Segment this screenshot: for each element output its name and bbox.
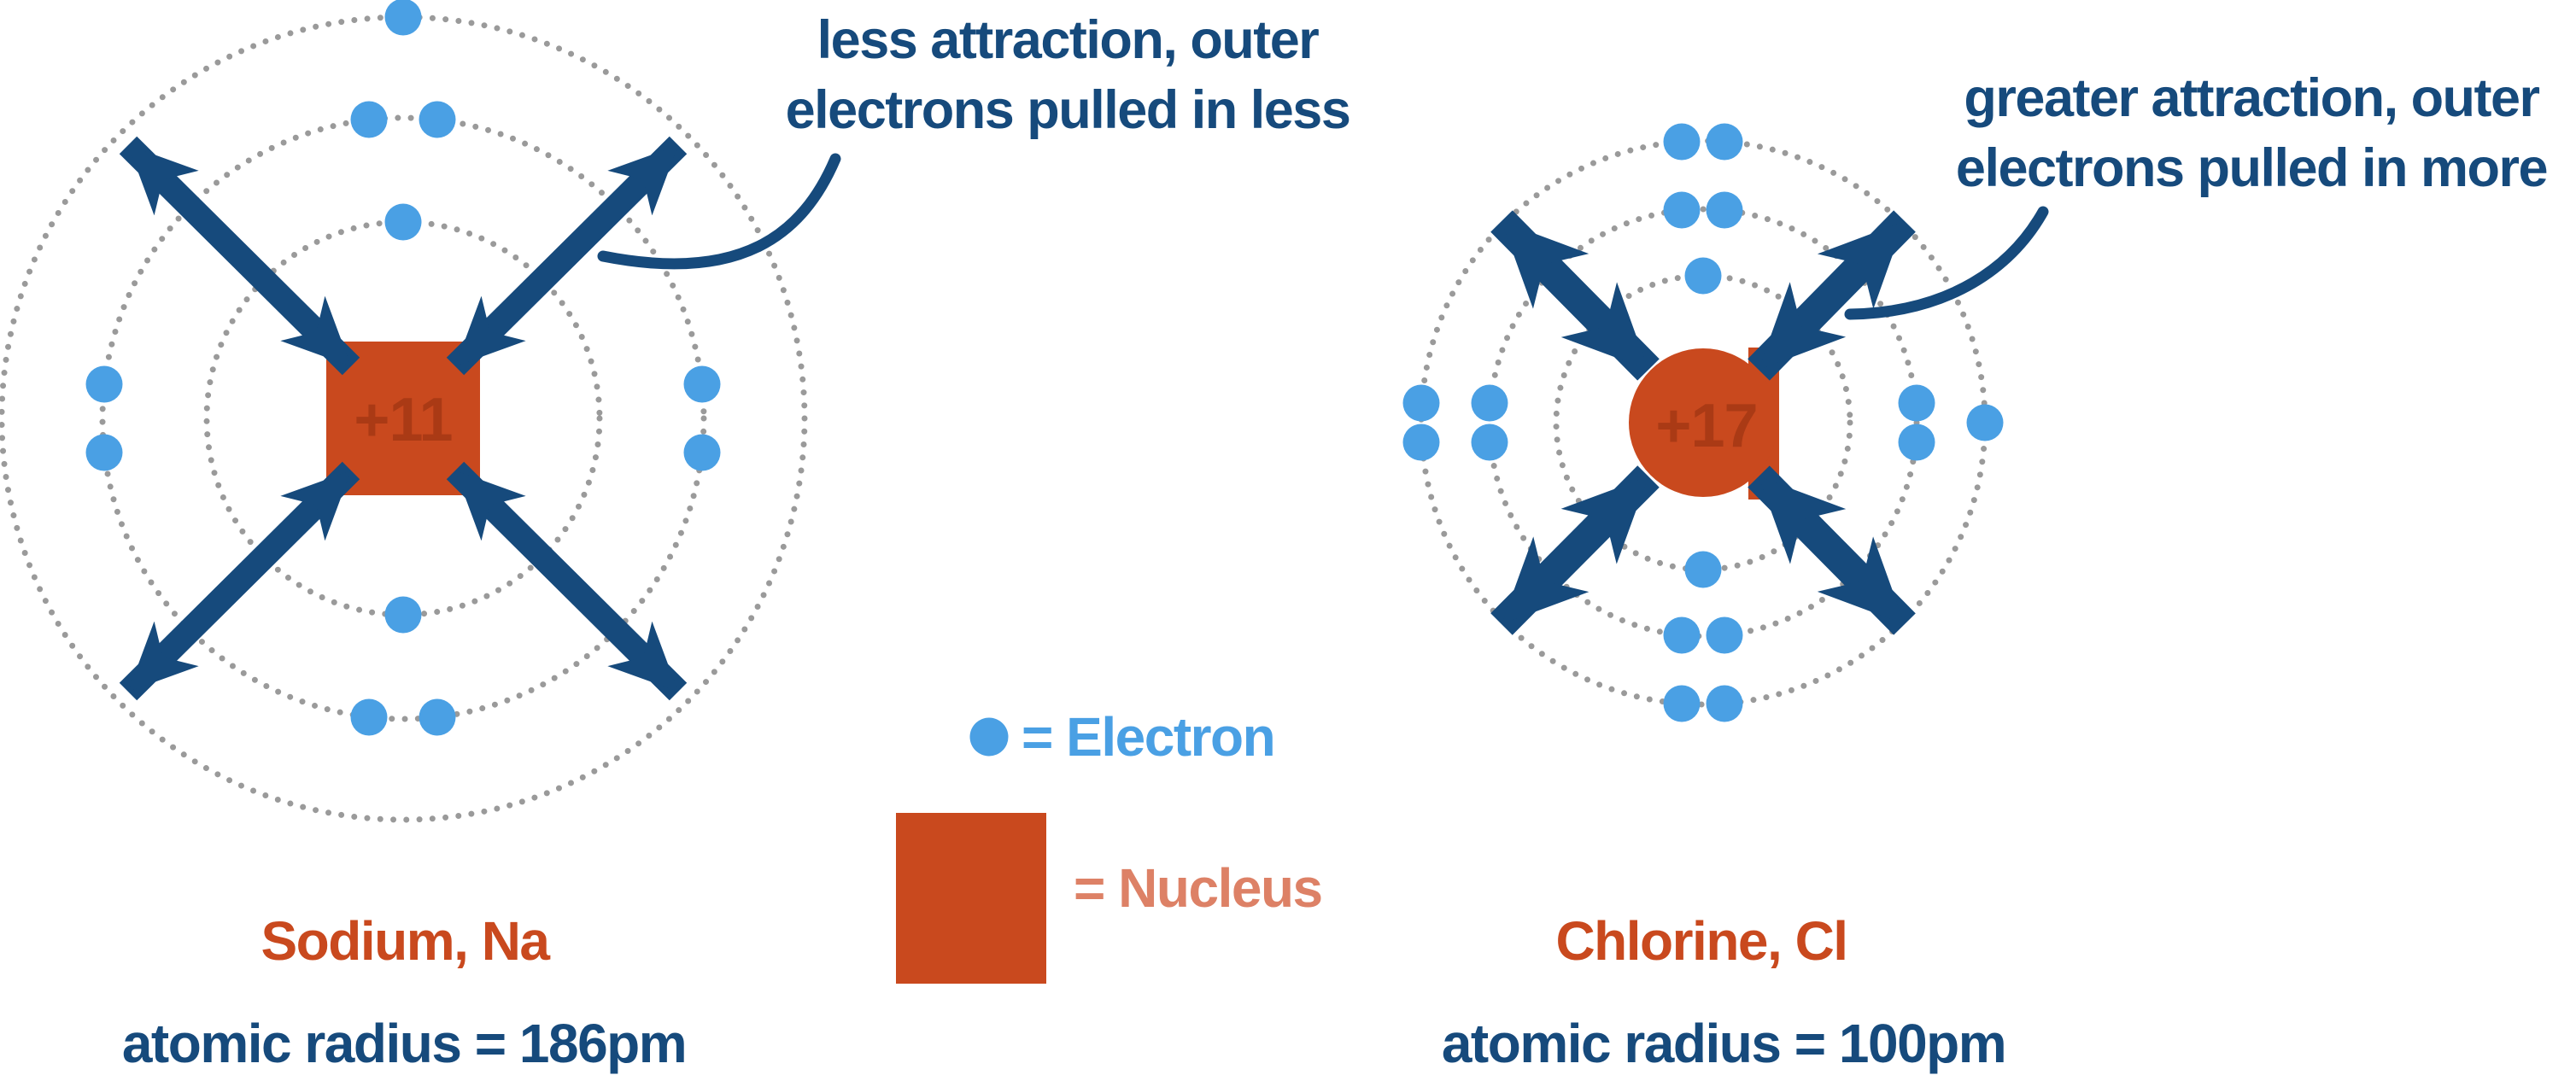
- sodium-electron-10: [350, 698, 388, 736]
- chlorine-attraction-arrow-3: [1490, 465, 1660, 635]
- sodium-shell-3: [0, 14, 808, 823]
- chlorine-electron-11: [1898, 424, 1935, 461]
- sodium-electron-2: [350, 101, 388, 138]
- chlorine-electron-3: [1663, 191, 1701, 229]
- chlorine-nucleus-charge: +17: [1655, 392, 1758, 460]
- legend-electron-dot: [969, 717, 1009, 757]
- sodium-shell-2: [99, 114, 707, 722]
- sodium-nucleus: [326, 342, 480, 495]
- annotation-left-line2: electrons pulled in less: [785, 80, 1351, 140]
- sodium-electron-4: [384, 203, 422, 241]
- chlorine-electron-14: [1663, 616, 1701, 654]
- sodium-name-label: Sodium, Na: [261, 910, 550, 972]
- annotation-left-line1: less attraction, outer: [817, 10, 1320, 70]
- sodium-attraction-arrow-4: [446, 461, 688, 701]
- chlorine-electron-17: [1706, 685, 1743, 722]
- sodium-electron-7: [683, 365, 721, 403]
- chlorine-shell-2: [1486, 206, 1920, 640]
- chlorine-attraction-arrow-1: [1748, 210, 1916, 381]
- annotation-greater-attraction: greater attraction, outer electrons pull…: [1955, 63, 2549, 203]
- sodium-atom: [0, 0, 808, 823]
- sodium-nucleus-charge: +11: [354, 386, 453, 454]
- annotation-less-attraction: less attraction, outer electrons pulled …: [785, 5, 1351, 145]
- chlorine-electron-7: [1402, 424, 1440, 461]
- chlorine-electron-6: [1402, 384, 1440, 422]
- annotation-right-connector-curve: [1844, 206, 2049, 320]
- legend-electron-label: = Electron: [1022, 706, 1276, 768]
- chlorine-atom: [1402, 123, 2004, 722]
- sodium-electron-8: [683, 434, 721, 471]
- sodium-electron-6: [85, 434, 123, 471]
- chlorine-electron-15: [1706, 616, 1743, 654]
- chlorine-electron-16: [1663, 685, 1701, 722]
- chlorine-electron-10: [1898, 384, 1935, 422]
- annotation-left-connector-curve: [597, 153, 841, 270]
- chlorine-electron-4: [1706, 191, 1743, 229]
- sodium-electron-3: [419, 101, 456, 138]
- sodium-electron-11: [419, 698, 456, 736]
- sodium-radius-label: atomic radius = 186pm: [121, 1013, 688, 1074]
- sodium-attraction-arrow-3: [119, 461, 360, 701]
- sodium-attraction-arrow-1: [446, 136, 688, 376]
- chlorine-electron-12: [1966, 404, 2004, 441]
- legend-nucleus-label: = Nucleus: [1074, 857, 1323, 919]
- chlorine-electron-1: [1663, 123, 1701, 161]
- sodium-electron-9: [384, 596, 422, 634]
- chlorine-radius-label: atomic radius = 100pm: [1441, 1013, 2007, 1074]
- chlorine-electron-8: [1471, 384, 1508, 422]
- sodium-electron-5: [85, 365, 123, 403]
- chlorine-name-label: Chlorine, Cl: [1555, 910, 1848, 972]
- chlorine-attraction-arrow-4: [1748, 465, 1916, 635]
- legend-nucleus-square: [896, 813, 1046, 984]
- chlorine-attraction-arrow-2: [1490, 210, 1660, 381]
- annotation-right-line1: greater attraction, outer: [1964, 68, 2540, 128]
- chlorine-nucleus: [1629, 348, 1777, 497]
- sodium-electron-1: [384, 0, 422, 36]
- chlorine-electron-5: [1684, 257, 1722, 295]
- chlorine-electron-9: [1471, 424, 1508, 461]
- sodium-attraction-arrow-2: [119, 136, 360, 376]
- annotation-right-line2: electrons pulled in more: [1955, 138, 2549, 198]
- chlorine-electron-13: [1684, 551, 1722, 588]
- chlorine-electron-2: [1706, 123, 1743, 161]
